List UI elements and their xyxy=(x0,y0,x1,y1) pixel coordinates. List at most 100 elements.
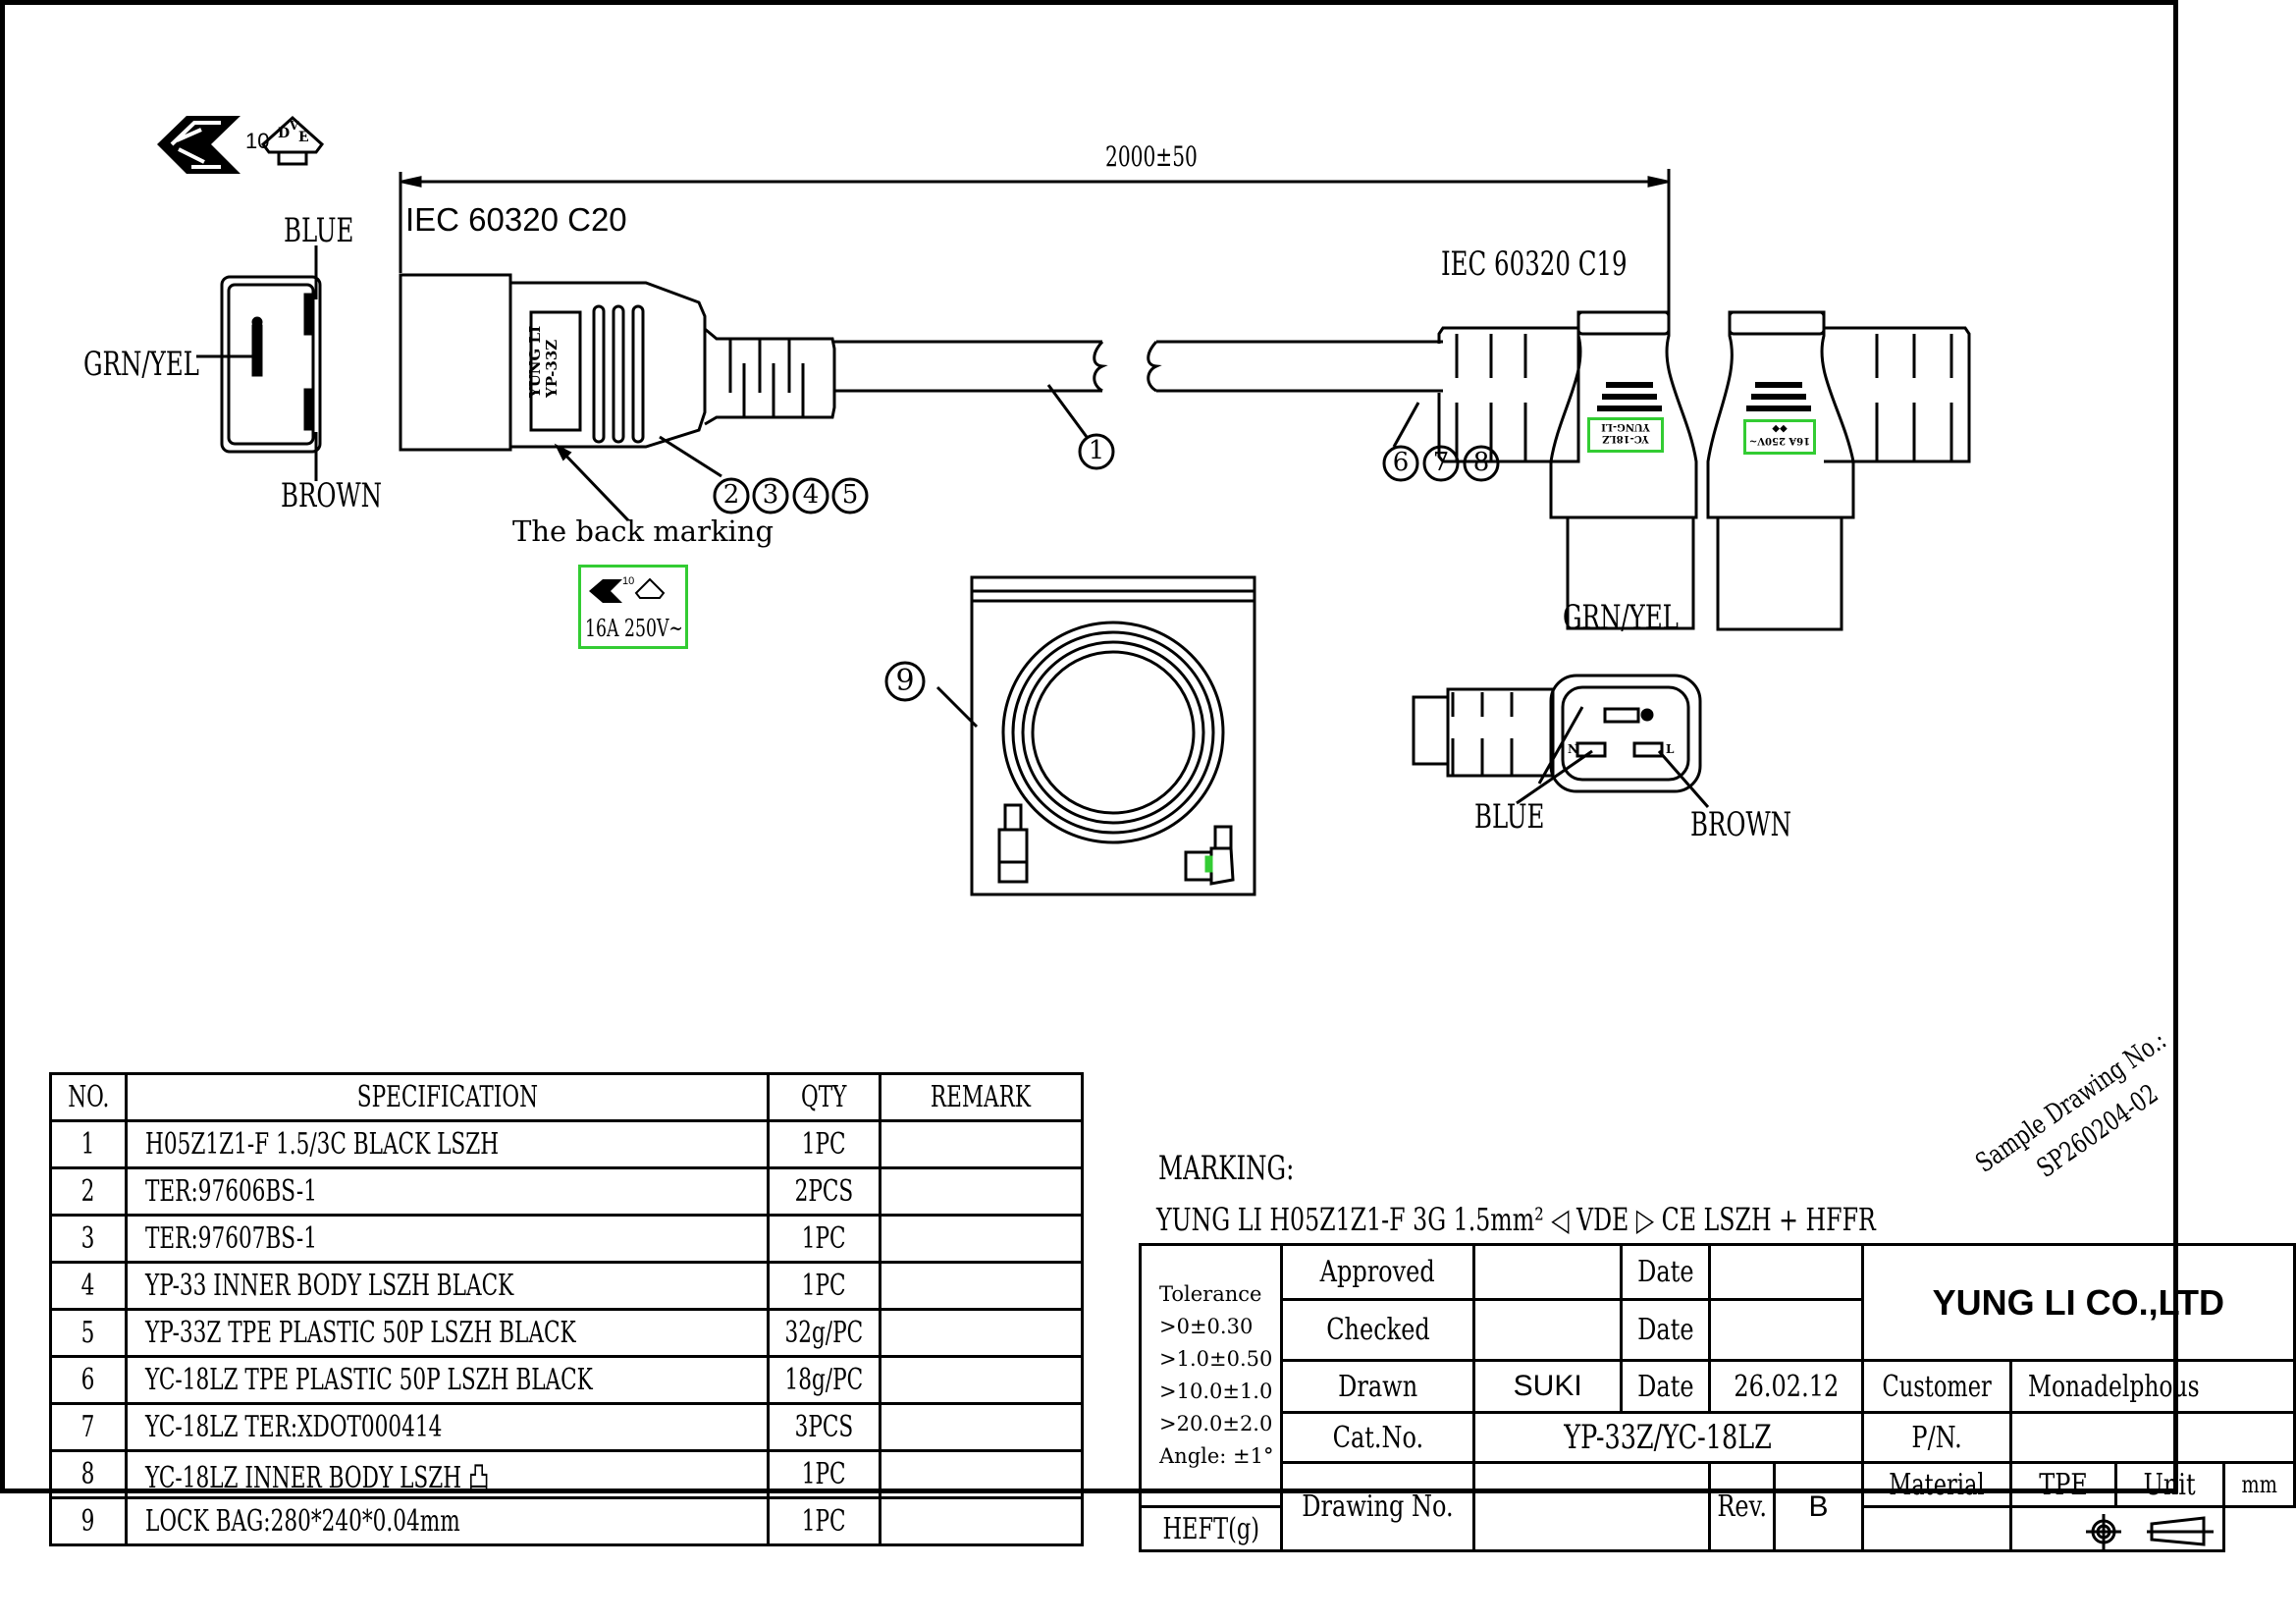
row-qty: 1PC xyxy=(801,1457,846,1491)
c20-label-grn-yel: GRN/YEL xyxy=(83,345,199,384)
material-label: Material xyxy=(1889,1467,1985,1502)
checked-date-label: Date xyxy=(1637,1313,1694,1347)
back-marking-box: 10 16A 250V~ xyxy=(578,565,688,649)
c19-rear-cert-icon: ◆◆ xyxy=(1772,423,1788,434)
drawing-frame xyxy=(0,0,2178,1493)
row-no: 4 xyxy=(81,1269,95,1303)
customer-value: Monadelphous xyxy=(2027,1369,2200,1404)
tolerance-block: Tolerance >0±0.30 >1.0±0.50 >10.0±1.0 >2… xyxy=(1138,1243,1284,1508)
length-dimension xyxy=(399,169,1671,312)
row-no: 1 xyxy=(81,1127,95,1162)
material-value: TPE xyxy=(2039,1467,2088,1502)
tolerance-line-3: >10.0±1.0 xyxy=(1159,1380,1273,1403)
cat-no-label: Cat.No. xyxy=(1332,1420,1423,1455)
approved-value xyxy=(1471,1243,1624,1301)
unit-value: mm xyxy=(2241,1471,2277,1498)
parts-row: 9 LOCK BAG:280*240*0.04mm 1PC xyxy=(49,1496,1084,1546)
tolerance-angle: Angle: ±1° xyxy=(1159,1444,1274,1468)
c19-label-brown: BROWN xyxy=(1690,805,1792,844)
header-qty: QTY xyxy=(801,1080,847,1114)
vde-letter-d: D xyxy=(278,126,291,141)
drawn-value: SUKI xyxy=(1471,1359,1624,1414)
row-qty: 18g/PC xyxy=(784,1363,864,1397)
c20-label-brown: BROWN xyxy=(281,476,383,515)
projection-symbol-cell xyxy=(2008,1505,2225,1552)
drawing-no-value xyxy=(1471,1461,1712,1552)
header-remark: REMARK xyxy=(931,1080,1032,1114)
enec-vde-mini-icon xyxy=(589,577,666,603)
row-qty: 1PC xyxy=(801,1221,846,1256)
tolerance-line-2: >1.0±0.50 xyxy=(1159,1347,1273,1371)
back-marking-label: The back marking xyxy=(512,514,774,548)
item-balloons xyxy=(713,433,1500,702)
balloon-3: 3 xyxy=(762,480,779,510)
row-spec: YC-18LZ TPE PLASTIC 50P LSZH BLACK xyxy=(145,1363,593,1397)
c19-live-mark: L xyxy=(1666,742,1675,756)
row-spec: TER:97607BS-1 xyxy=(145,1221,317,1256)
parts-table: NO. SPECIFICATION QTY REMARK 1 H05Z1Z1-F … xyxy=(49,1072,1084,1546)
c19-front-marking-line2: YUNG-LI xyxy=(1601,421,1650,432)
row-qty: 2PCS xyxy=(794,1174,854,1209)
rev-value: B xyxy=(1773,1461,1864,1552)
balloon-5: 5 xyxy=(841,480,859,510)
customer-label: Customer xyxy=(1882,1369,1992,1404)
drawn-label: Drawn xyxy=(1337,1369,1417,1404)
unit-label: Unit xyxy=(2143,1467,2196,1502)
approved-label: Approved xyxy=(1319,1255,1436,1289)
row-qty: 1PC xyxy=(801,1127,846,1162)
c20-face-view xyxy=(196,245,322,481)
checked-date-value xyxy=(1708,1298,1864,1362)
vde-logo-icon xyxy=(260,115,325,166)
vde-letter-v: V xyxy=(290,119,299,133)
c20-body-marking-line2: YP-33Z xyxy=(543,339,561,398)
row-spec: YC-18LZ TER:XDOT000414 xyxy=(145,1410,443,1444)
balloon-1: 1 xyxy=(1088,436,1105,465)
c19-rear-marking-box: 16A 250V~ ◆◆ xyxy=(1743,419,1816,455)
row-no: 8 xyxy=(81,1457,95,1491)
row-qty: 1PC xyxy=(801,1504,846,1539)
c19-connector-rear xyxy=(1706,310,1971,631)
balloon-6: 6 xyxy=(1392,448,1410,477)
c19-neutral-mark: N xyxy=(1568,742,1578,756)
heft-label: HEFT(g) xyxy=(1162,1511,1259,1546)
balloon-4: 4 xyxy=(802,480,820,510)
pn-label: P/N. xyxy=(1911,1420,1962,1455)
enec-number: 10 xyxy=(245,129,270,153)
c19-face-view xyxy=(1412,674,1702,793)
header-no: NO. xyxy=(67,1080,110,1114)
balloon-leaders xyxy=(554,384,1710,808)
row-no: 9 xyxy=(81,1504,95,1539)
checked-value xyxy=(1471,1298,1624,1362)
row-spec: LOCK BAG:280*240*0.04mm xyxy=(145,1504,460,1539)
back-marking-enec-number: 10 xyxy=(622,575,635,587)
row-no: 6 xyxy=(81,1363,95,1397)
enec-logo-icon xyxy=(157,116,240,174)
c19-label-grn-yel: GRN/YEL xyxy=(1563,598,1679,637)
drawn-date-value: 26.02.12 xyxy=(1733,1369,1839,1404)
balloon-8: 8 xyxy=(1472,448,1490,477)
marking-label: MARKING: xyxy=(1158,1149,1295,1188)
c19-front-marking-line1: YC-18LZ xyxy=(1602,433,1649,444)
c19-connector-front xyxy=(1437,310,1698,630)
c19-front-marking-box: YC-18LZ YUNG-LI xyxy=(1587,417,1664,453)
balloon-2: 2 xyxy=(722,480,740,510)
back-marking-rating: 16A 250V~ xyxy=(585,615,683,642)
row-no: 5 xyxy=(81,1316,95,1350)
row-spec: YP-33 INNER BODY LSZH BLACK xyxy=(145,1269,514,1303)
lock-bag xyxy=(970,575,1256,896)
c20-plug-body xyxy=(399,273,836,452)
heft-value xyxy=(1860,1505,2012,1552)
header-specification: SPECIFICATION xyxy=(356,1080,538,1114)
cat-no-value: YP-33Z/YC-18LZ xyxy=(1564,1418,1773,1457)
row-spec: YP-33Z TPE PLASTIC 50P LSZH BLACK xyxy=(145,1316,576,1350)
row-spec: H05Z1Z1-F 1.5/3C BLACK LSZH xyxy=(145,1127,500,1162)
c19-title: IEC 60320 C19 xyxy=(1441,244,1628,284)
c20-title: IEC 60320 C20 xyxy=(405,201,627,238)
row-no: 2 xyxy=(81,1174,95,1209)
marking-text: YUNG LI H05Z1Z1-F 3G 1.5mm² ◁ VDE ▷ CE L… xyxy=(1156,1201,1876,1238)
